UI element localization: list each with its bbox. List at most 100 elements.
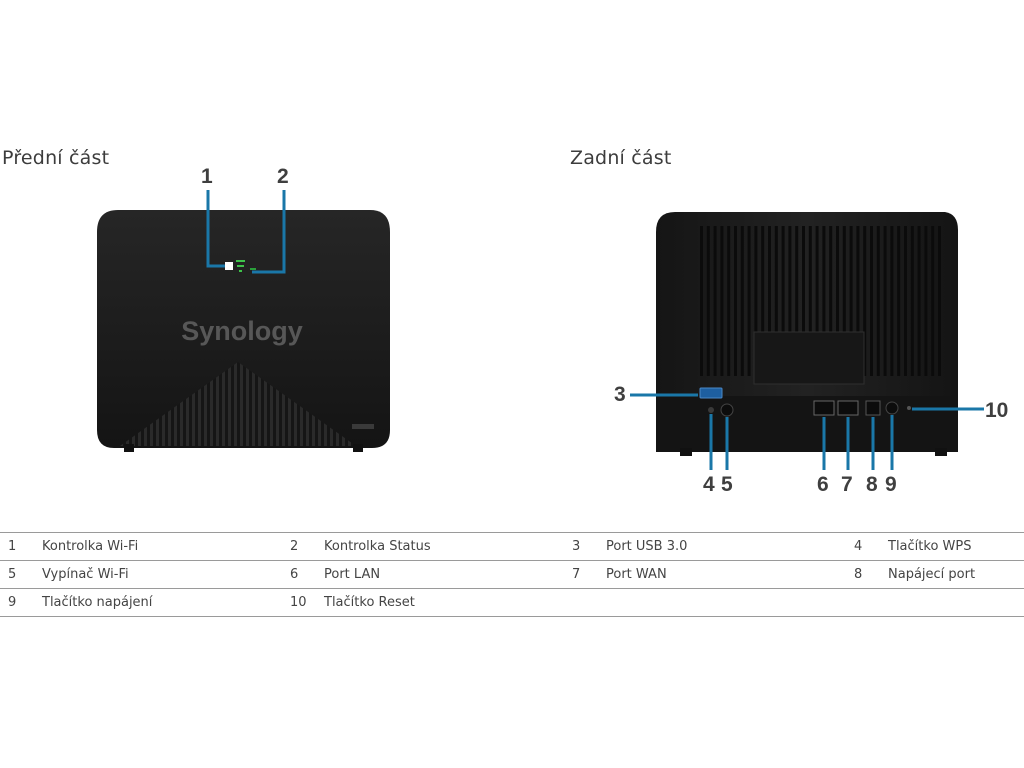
usb-port — [699, 387, 723, 399]
vent-slot — [788, 226, 792, 376]
synology-logo: Synology — [181, 316, 303, 346]
legend-number: 3 — [564, 532, 606, 561]
back-vent-slots — [700, 226, 941, 376]
label-area — [753, 331, 865, 385]
vent-slot — [910, 226, 914, 376]
power-port — [865, 400, 881, 416]
legend-number: 2 — [282, 532, 324, 561]
legend-number: 7 — [564, 560, 606, 589]
callout-number-6: 6 — [817, 473, 829, 496]
vent-slot — [897, 226, 901, 376]
vent-slot — [870, 226, 873, 376]
back-foot-right — [935, 448, 947, 456]
vent-slot — [856, 226, 860, 376]
vent-slot — [713, 226, 717, 376]
back-foot-left — [680, 448, 692, 456]
vent-slot — [802, 226, 805, 376]
legend-label: Tlačítko Reset — [324, 588, 564, 617]
front-foot-left — [124, 444, 134, 452]
legend-number: 6 — [282, 560, 324, 589]
vent-slot — [740, 226, 744, 376]
table-row: 9 Tlačítko napájení 10 Tlačítko Reset — [0, 588, 1024, 617]
vent-slot — [727, 226, 731, 376]
vent-slot — [836, 226, 839, 376]
legend-number: 1 — [0, 532, 42, 561]
vent-slot — [747, 226, 751, 376]
callout-number-3: 3 — [614, 383, 626, 406]
legend-label: Port WAN — [606, 560, 846, 589]
callout-number-5: 5 — [721, 473, 733, 496]
power-button — [885, 401, 899, 415]
wps-button — [708, 407, 714, 413]
vent-slot — [761, 226, 765, 376]
component-legend-table: 1 Kontrolka Wi-Fi 2 Kontrolka Status 3 P… — [0, 532, 1024, 617]
wifi-switch — [720, 403, 734, 417]
status-led — [250, 268, 256, 270]
front-foot-right — [353, 444, 363, 452]
callout-number-4: 4 — [703, 473, 715, 496]
callout-line-2 — [252, 190, 286, 274]
vent-slot — [815, 226, 819, 376]
callout-number-1: 1 — [201, 165, 213, 188]
router-front-body — [97, 210, 390, 448]
vent-slot — [842, 226, 846, 376]
vent-slot — [931, 226, 935, 376]
vent-slot — [883, 226, 887, 376]
legend-number — [846, 588, 888, 617]
vent-slot — [774, 226, 778, 376]
callout-number-7: 7 — [841, 473, 853, 496]
vent-slot — [924, 226, 928, 376]
legend-label: Tlačítko napájení — [42, 588, 282, 617]
vent-slot — [876, 226, 880, 376]
back-view-title: Zadní část — [570, 147, 672, 169]
vent-slot — [917, 226, 921, 376]
vent-slot — [808, 226, 812, 376]
model-badge — [352, 424, 374, 429]
callout-line-1 — [206, 190, 233, 268]
legend-label — [606, 588, 846, 617]
legend-label — [888, 588, 1024, 617]
router-back-view — [630, 212, 984, 470]
legend-number — [564, 588, 606, 617]
callout-number-8: 8 — [866, 473, 878, 496]
legend-label: Napájecí port — [888, 560, 1024, 589]
wan-port — [837, 400, 859, 416]
legend-number: 4 — [846, 532, 888, 561]
legend-number: 8 — [846, 560, 888, 589]
legend-number: 10 — [282, 588, 324, 617]
legend-label: Kontrolka Wi-Fi — [42, 532, 282, 561]
legend-number: 9 — [0, 588, 42, 617]
reset-button — [907, 406, 911, 410]
callout-number-9: 9 — [885, 473, 897, 496]
vent-slot — [890, 226, 894, 376]
lan-port — [813, 400, 835, 416]
legend-label: Vypínač Wi-Fi — [42, 560, 282, 589]
vent-slot — [822, 226, 826, 376]
vent-slot — [829, 226, 833, 376]
vent-slot — [795, 226, 799, 376]
vent-slot — [734, 226, 737, 376]
legend-label: Port LAN — [324, 560, 564, 589]
table-row: 1 Kontrolka Wi-Fi 2 Kontrolka Status 3 P… — [0, 532, 1024, 561]
vent-slot — [904, 226, 907, 376]
legend-label: Tlačítko WPS — [888, 532, 1024, 561]
vent-slot — [720, 226, 724, 376]
legend-number: 5 — [0, 560, 42, 589]
back-port-panel — [656, 396, 958, 452]
table-row: 5 Vypínač Wi-Fi 6 Port LAN 7 Port WAN 8 … — [0, 560, 1024, 589]
callout-tip-1 — [225, 262, 233, 270]
front-view-title: Přední část — [2, 147, 110, 169]
vent-slot — [700, 226, 703, 376]
legend-label: Port USB 3.0 — [606, 532, 846, 561]
vent-slot — [768, 226, 771, 376]
router-front-view: Synology — [97, 190, 390, 452]
vent-slot — [849, 226, 853, 376]
router-diagram: Synology — [97, 190, 984, 470]
callout-number-2: 2 — [277, 165, 289, 188]
legend-label: Kontrolka Status — [324, 532, 564, 561]
vent-slot — [706, 226, 710, 376]
callout-number-10: 10 — [985, 399, 1009, 422]
vent-slot — [938, 226, 941, 376]
wifi-led — [236, 260, 245, 272]
vent-slot — [781, 226, 785, 376]
